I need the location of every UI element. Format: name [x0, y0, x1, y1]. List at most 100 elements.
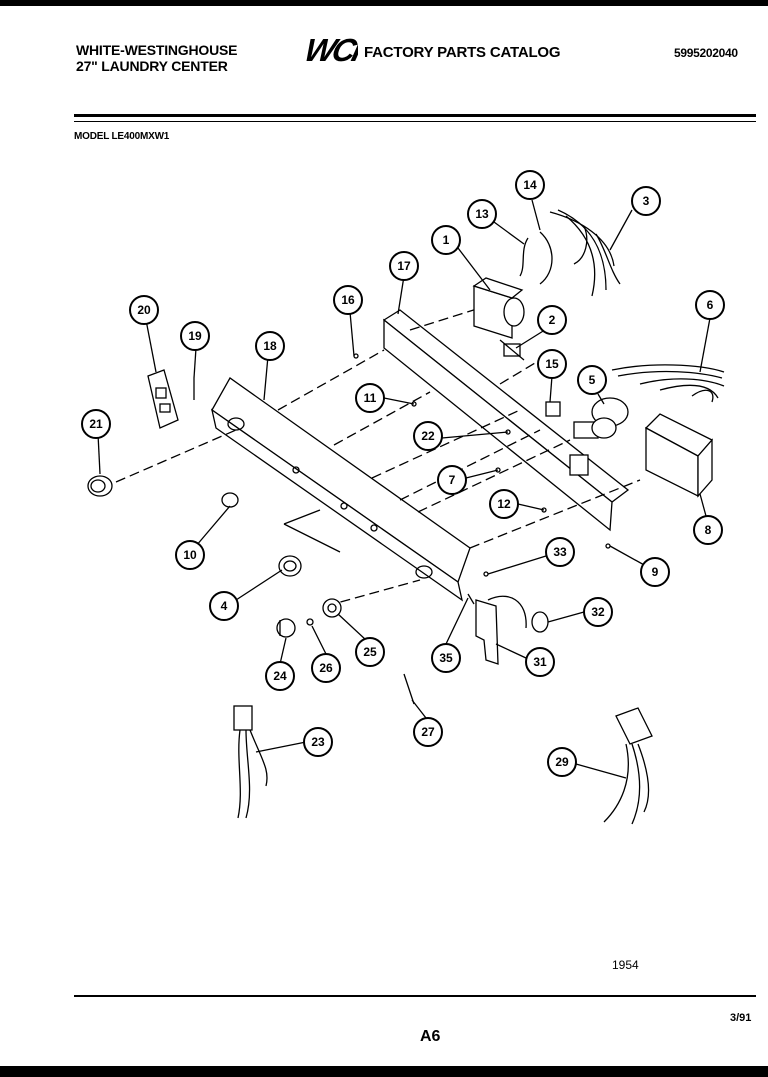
callout-10: 10	[175, 540, 205, 570]
svg-text:4: 4	[221, 599, 228, 613]
callout-33: 33	[545, 537, 575, 567]
svg-text:13: 13	[475, 207, 489, 221]
callout-14: 14	[515, 170, 545, 200]
wire-13	[519, 237, 529, 277]
svg-text:2: 2	[549, 313, 556, 327]
svg-text:25: 25	[363, 645, 377, 659]
svg-text:22: 22	[421, 429, 435, 443]
footer-rule	[74, 995, 756, 997]
callout-9: 9	[640, 557, 670, 587]
screw-27	[403, 673, 415, 705]
callout-11: 11	[355, 383, 385, 413]
screw-35	[467, 593, 475, 605]
callout-7: 7	[437, 465, 467, 495]
clip-32	[531, 611, 549, 633]
svg-text:7: 7	[449, 473, 456, 487]
callout-17: 17	[389, 251, 419, 281]
callout-25: 25	[355, 637, 385, 667]
svg-text:11: 11	[364, 391, 377, 405]
svg-text:8: 8	[705, 523, 712, 537]
figure-number: 1954	[612, 958, 639, 972]
callout-4: 4	[209, 591, 239, 621]
leader-lines	[97, 199, 711, 779]
svg-text:19: 19	[188, 329, 202, 343]
catalog-title: FACTORY PARTS CATALOG	[364, 44, 561, 61]
timer	[472, 277, 525, 339]
control-box	[644, 413, 714, 498]
callout-23: 23	[303, 727, 333, 757]
wire-harness-23	[233, 705, 268, 819]
header-rule-thin	[74, 121, 756, 122]
svg-text:6: 6	[707, 298, 714, 312]
svg-text:14: 14	[523, 178, 537, 192]
selector-switch	[499, 339, 525, 361]
callout-6: 6	[695, 290, 725, 320]
brand-block: WHITE-WESTINGHOUSE 27" LAUNDRY CENTER	[76, 42, 237, 74]
callout-13: 13	[467, 199, 497, 229]
knob-21	[87, 475, 113, 497]
svg-text:16: 16	[341, 293, 355, 307]
console-panel	[211, 377, 471, 602]
model-label: MODEL LE400MXW1	[74, 131, 170, 142]
screw-16	[353, 353, 359, 359]
header-rule	[74, 114, 756, 117]
svg-text:31: 31	[533, 655, 547, 669]
callout-12: 12	[489, 489, 519, 519]
callout-2: 2	[537, 305, 567, 335]
callout-32: 32	[583, 597, 613, 627]
svg-text:20: 20	[137, 303, 151, 317]
page-number: A6	[420, 1028, 441, 1045]
svg-text:12: 12	[497, 497, 511, 511]
screw-33	[483, 571, 489, 577]
brand-name: WHITE-WESTINGHOUSE	[76, 42, 238, 58]
svg-text:24: 24	[273, 669, 287, 683]
svg-text:3: 3	[643, 194, 650, 208]
svg-text:33: 33	[553, 545, 567, 559]
timer-motor	[573, 397, 629, 439]
knob-4	[278, 555, 302, 577]
push-switch	[545, 401, 561, 417]
callout-8: 8	[693, 515, 723, 545]
svg-text:26: 26	[319, 661, 333, 675]
callout-18: 18	[255, 331, 285, 361]
callout-1: 1	[431, 225, 461, 255]
product-line: 27" LAUNDRY CENTER	[76, 58, 228, 74]
svg-text:23: 23	[311, 735, 325, 749]
assembly-lines	[115, 307, 641, 607]
callout-22: 22	[413, 421, 443, 451]
callout-27: 27	[413, 717, 443, 747]
wci-logo: WCI	[301, 32, 358, 66]
callout-16: 16	[333, 285, 363, 315]
callout-31: 31	[525, 647, 555, 677]
door-switch	[475, 595, 527, 665]
wire-harness-29	[603, 707, 653, 825]
logo-text: WCI	[301, 32, 358, 66]
svg-text:1: 1	[443, 233, 450, 247]
lens-10	[221, 492, 239, 508]
svg-text:21: 21	[89, 417, 103, 431]
callout-5: 5	[577, 365, 607, 395]
svg-text:27: 27	[421, 725, 435, 739]
svg-text:10: 10	[183, 548, 197, 562]
svg-text:5: 5	[589, 373, 596, 387]
spring-26	[306, 618, 314, 626]
callout-26: 26	[311, 653, 341, 683]
callout-20: 20	[129, 295, 159, 325]
svg-text:9: 9	[652, 565, 659, 579]
svg-text:15: 15	[545, 357, 559, 371]
callout-21: 21	[81, 409, 111, 439]
svg-text:35: 35	[439, 651, 453, 665]
revision-date: 3/91	[730, 1012, 752, 1024]
wire-harness-3	[549, 209, 621, 297]
bottom-border	[0, 1066, 768, 1077]
rear-panel	[382, 309, 630, 532]
callout-19: 19	[180, 321, 210, 351]
svg-text:17: 17	[397, 259, 411, 273]
light-bracket	[147, 369, 179, 429]
callout-24: 24	[265, 661, 295, 691]
callout-15: 15	[537, 349, 567, 379]
svg-text:29: 29	[555, 755, 569, 769]
callout-3: 3	[631, 186, 661, 216]
svg-text:32: 32	[591, 605, 605, 619]
